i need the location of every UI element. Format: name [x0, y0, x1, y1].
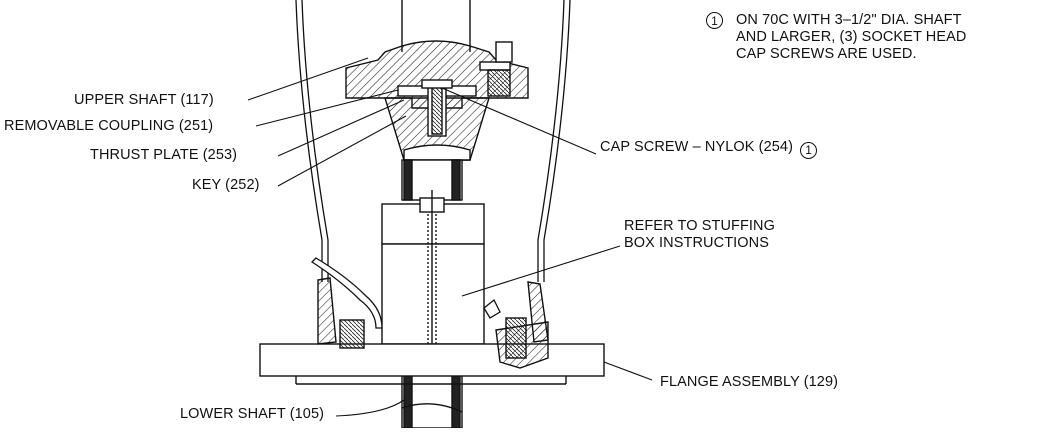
label-removable-coupling: REMOVABLE COUPLING (251)	[4, 118, 214, 134]
note-line-2: AND LARGER, (3) SOCKET HEAD	[736, 29, 967, 45]
leader-lines	[247, 57, 653, 417]
label-lower-shaft: LOWER SHAFT (105)	[180, 406, 325, 422]
stuffing-box-line-2: BOX INSTRUCTIONS	[624, 235, 769, 251]
label-cap-screw-text: CAP SCREW – NYLOK (254)	[600, 139, 794, 155]
removable-coupling	[345, 40, 529, 161]
yoke-arms	[295, 0, 571, 329]
flange-assembly	[259, 277, 605, 385]
note-line-3: CAP SCREWS ARE USED.	[736, 46, 917, 62]
label-flange-assembly: FLANGE ASSEMBLY (129)	[660, 374, 839, 390]
label-upper-shaft: UPPER SHAFT (117)	[74, 92, 214, 108]
label-key: KEY (252)	[192, 177, 260, 193]
label-stuffing-box: REFER TO STUFFING BOX INSTRUCTIONS	[624, 218, 775, 252]
cap-screw-note-ref: 1	[800, 141, 818, 159]
stuffing-box	[381, 190, 485, 345]
note-line-1: ON 70C WITH 3–1/2" DIA. SHAFT	[736, 12, 962, 28]
label-thrust-plate: THRUST PLATE (253)	[90, 147, 238, 163]
label-cap-screw: CAP SCREW – NYLOK (254) 1	[600, 139, 818, 159]
upper-shaft	[401, 0, 471, 52]
stuffing-box-line-1: REFER TO STUFFING	[624, 218, 776, 234]
note-number-circle: 1	[706, 12, 723, 29]
